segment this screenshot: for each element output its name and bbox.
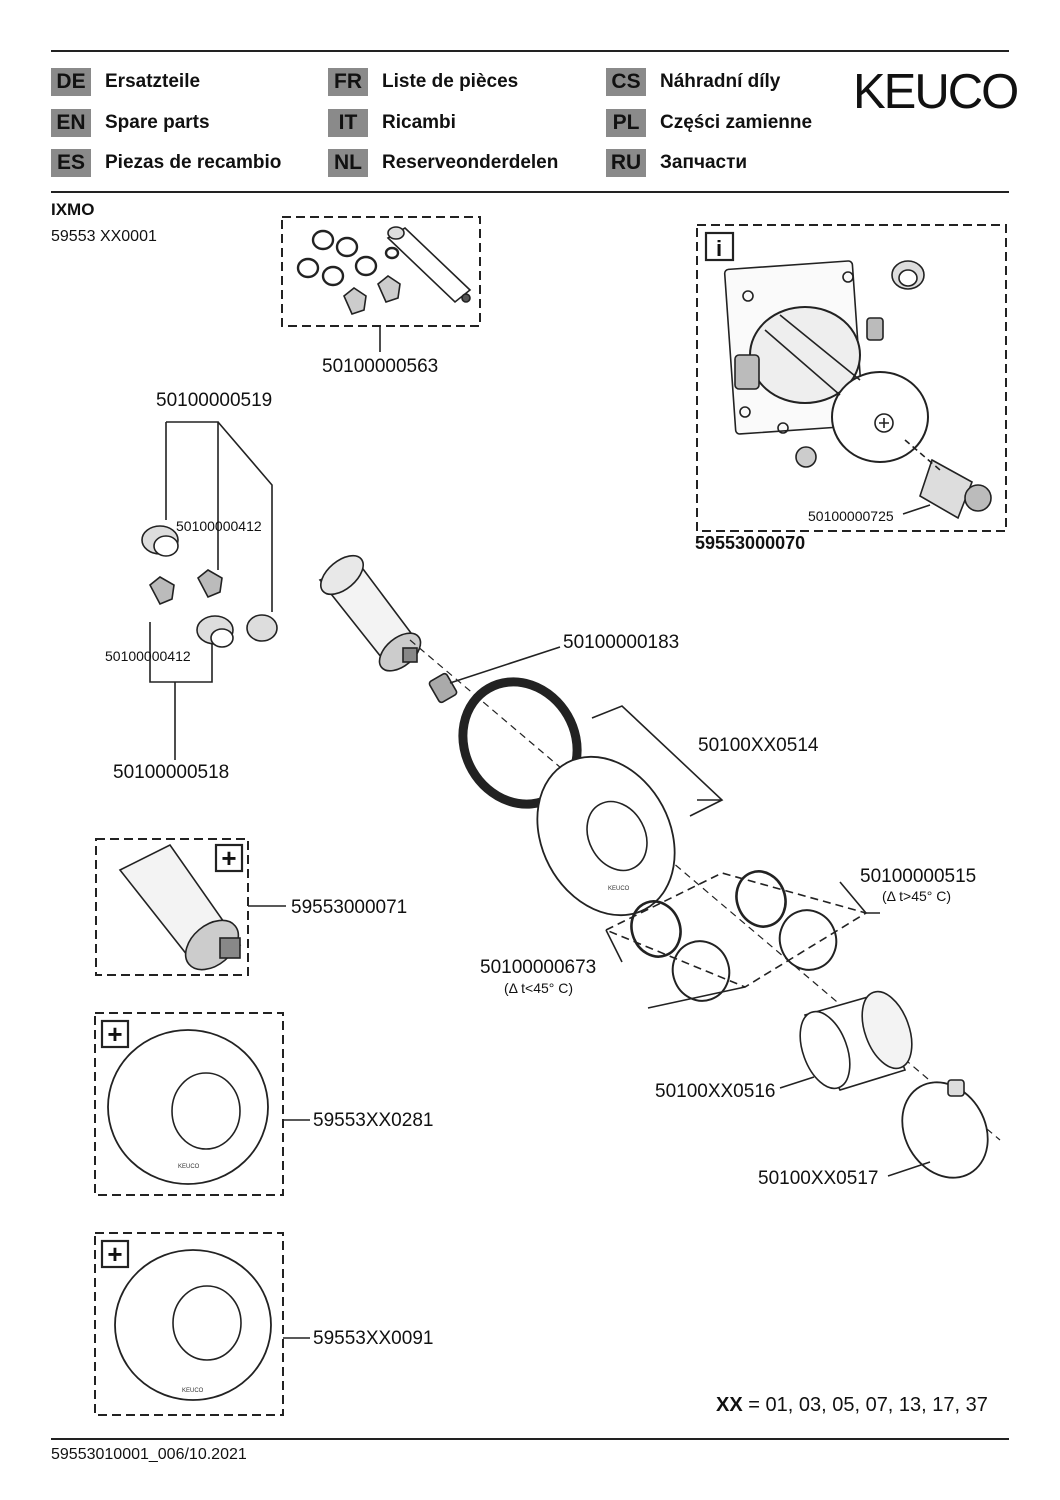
xx-legend: XX = 01, 03, 05, 07, 13, 17, 37 [716,1394,988,1417]
stop-sleeves [671,909,838,1002]
install-set-box [696,224,1007,532]
product-number: 59553 XX0001 [51,228,157,245]
cartridge-adapter [919,458,992,520]
footer-doc-number: 59553010001_006/10.2021 [51,1446,247,1463]
header-bottom-rule [51,191,1009,193]
mounting-body [723,260,929,463]
lang-code: FR [328,68,368,96]
lang-en: EN Spare parts [51,108,210,138]
plus-icon: + [107,1019,122,1049]
part-label-412b: 50100000412 [105,648,191,664]
part-label-563: 50100000563 [322,356,439,377]
plus-icon: + [221,843,236,873]
rosette-281 [107,1029,269,1185]
product-name: IXMO [51,200,95,219]
part-label-725: 50100000725 [808,508,894,524]
o-ring-set [296,229,400,287]
lang-code: EN [51,109,91,137]
plus-icon-frame-3 [100,1239,130,1269]
lang-name: Náhradní díly [660,71,781,92]
part-note-515: (Δ t>45° C) [882,888,952,904]
part-label-515: 50100000515 [860,866,977,887]
thermostatic-cartridge [318,554,422,672]
lang-de: DE Ersatzteile [51,67,200,97]
lang-cs: CS Náhradní díly [606,67,780,97]
lang-code: IT [328,109,368,137]
spindle-pin [386,226,472,304]
footer-rule [51,1438,1009,1440]
part-note-673: (Δ t<45° C) [504,980,574,996]
part-label-070: 59553000070 [695,533,806,553]
plus-icon-frame-1 [214,843,244,873]
lang-code: DE [51,68,91,96]
brand-logo: KEUCO [853,65,1019,119]
spline-adapter [428,672,458,704]
lang-name: Części zamienne [660,112,813,133]
plug-part [795,446,817,468]
plus-icon-frame-2 [100,1019,130,1049]
lang-ru: RU Запчасти [606,148,747,178]
lang-fr: FR Liste de pièces [328,67,518,97]
part-label-091: 59553XX0091 [313,1328,434,1349]
rosette-091 [114,1249,272,1401]
lang-es: ES Piezas de recambio [51,148,281,178]
stamp-text: KEUCO [608,886,630,892]
check-valve-parts [141,525,278,648]
part-label-673: 50100000673 [480,957,597,978]
part-label-412a: 50100000412 [176,518,262,534]
lang-pl: PL Części zamienne [606,108,812,138]
control-knob [901,1079,989,1179]
lang-code: RU [606,149,646,177]
info-icon: i [716,236,722,261]
nut-part [891,260,925,290]
stamp-text: KEUCO [178,1164,200,1170]
lang-nl: NL Reserveonderdelen [328,148,558,178]
top-rule [51,50,1009,52]
stamp-text: KEUCO [182,1388,204,1394]
lang-name: Liste de pièces [382,71,519,92]
lang-code: NL [328,149,368,177]
lang-name: Запчасти [660,152,748,173]
part-label-516: 50100XX0516 [655,1081,776,1102]
part-label-514: 50100XX0514 [698,735,819,756]
lang-it: IT Ricambi [328,108,456,138]
check-valve-pair [343,275,401,315]
xx-values: = 01, 03, 05, 07, 13, 17, 37 [748,1394,988,1416]
rosette-281-box [94,1012,284,1196]
plus-icon: + [107,1239,122,1269]
rosette-091-box [94,1232,284,1416]
part-label-183: 50100000183 [563,632,680,653]
thermo-rings [630,870,787,958]
temp-sleeve [799,990,913,1091]
part-label-518: 50100000518 [113,762,230,783]
info-icon-frame [704,231,735,262]
lang-name: Reserveonderdelen [382,152,559,173]
xx-label: XX [716,1394,743,1416]
seal-kit-box [281,216,481,327]
part-label-071: 59553000071 [291,897,408,918]
lang-code: ES [51,149,91,177]
lang-name: Ricambi [382,112,456,133]
lang-name: Piezas de recambio [105,152,282,173]
lang-name: Spare parts [105,112,210,133]
lang-code: CS [606,68,646,96]
part-label-519: 50100000519 [156,390,273,411]
cover-plate [536,755,676,917]
part-label-517: 50100XX0517 [758,1168,879,1189]
cartridge-box [95,838,249,976]
part-label-281: 59553XX0281 [313,1110,434,1131]
lang-code: PL [606,109,646,137]
lang-name: Ersatzteile [105,71,201,92]
cartridge-drawing [118,843,242,971]
